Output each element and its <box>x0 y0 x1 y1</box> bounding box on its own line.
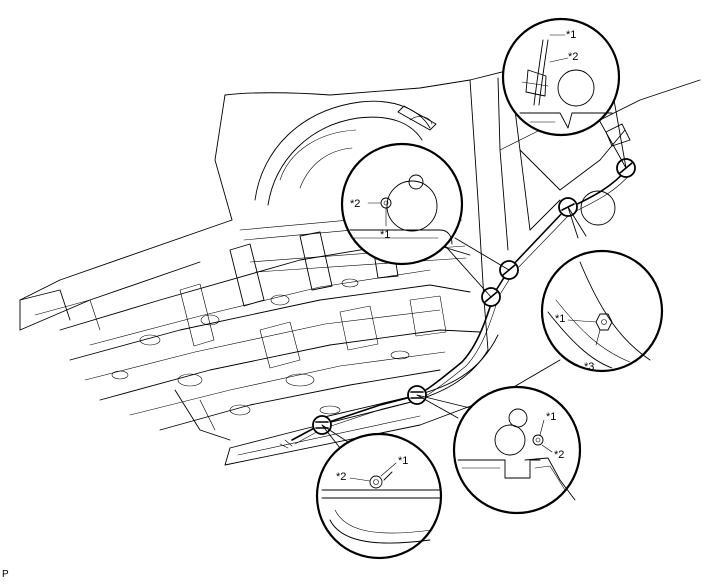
callout-label: *1 <box>546 411 556 423</box>
detail-view-upper-middle: *2 *1 <box>340 142 464 266</box>
callout-label: *2 <box>350 198 360 210</box>
callout-label: *2 <box>336 471 346 483</box>
detail-view-bottom-right: *1 *2 <box>452 385 582 515</box>
callout-label: *1 <box>566 29 576 41</box>
detail-view-top-right: *1 *2 <box>501 17 621 137</box>
detail-view-right: *1 *3 <box>540 249 664 373</box>
figure-code: P <box>2 569 9 580</box>
callout-label: *1 <box>380 229 390 241</box>
callout-label: *2 <box>554 449 564 461</box>
callout-label: *1 <box>398 455 408 467</box>
detail-view-bottom-left: *2 *1 <box>315 432 443 560</box>
callout-label: *2 <box>568 51 578 63</box>
callout-label: *1 <box>555 313 565 325</box>
leader-wedges <box>321 99 627 449</box>
callout-label: *3 <box>584 361 594 373</box>
